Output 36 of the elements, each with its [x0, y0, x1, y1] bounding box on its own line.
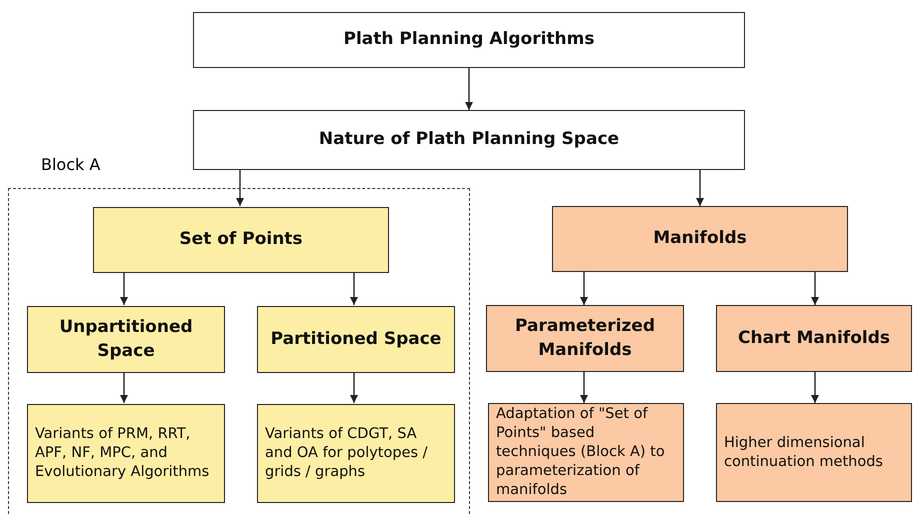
- arrow: [811, 372, 819, 403]
- group-label: Block A: [41, 155, 100, 174]
- description-box: [27, 404, 225, 503]
- box-title: Set of Points: [179, 228, 303, 252]
- arrow: [465, 68, 473, 110]
- description-box: [257, 404, 455, 503]
- box-title: Nature of Plath Planning Space: [318, 128, 620, 152]
- arrow: [811, 272, 819, 305]
- title-box: [552, 206, 848, 272]
- title-box: [193, 12, 745, 68]
- title-box: [257, 306, 455, 373]
- description-box: [716, 403, 912, 502]
- box-title: Manifolds: [653, 227, 747, 250]
- box-text: Variants of PRM, RRT, APF, NF, MPC, and Evolutionary Algorithms: [34, 425, 210, 482]
- arrow: [696, 170, 704, 206]
- title-box: [93, 207, 389, 273]
- box-text: Adaptation of "Set of Points" based techniques (Block A) to parameterization of manifolds: [495, 405, 666, 500]
- title-box: [716, 305, 912, 372]
- arrow: [580, 372, 588, 403]
- box-text: Variants of CDGT, SA and OA for polytopes / grids / graphs: [264, 425, 429, 482]
- box-title: Plath Planning Algorithms: [344, 28, 594, 52]
- description-box: [488, 403, 684, 502]
- box-title: Parameterized Manifolds: [514, 314, 656, 362]
- arrow: [350, 372, 358, 403]
- arrow: [580, 272, 588, 305]
- arrow: [350, 272, 358, 305]
- box-title: Unpartitioned Space: [58, 316, 194, 362]
- box-text: Higher dimensional continuation methods: [723, 434, 884, 472]
- arrow: [120, 372, 128, 403]
- title-box: [193, 110, 745, 170]
- arrow: [120, 272, 128, 305]
- box-title: Chart Manifolds: [738, 326, 890, 350]
- box-title: Partitioned Space: [270, 328, 442, 351]
- title-box: [486, 305, 684, 372]
- arrow: [236, 170, 244, 206]
- title-box: [27, 306, 225, 373]
